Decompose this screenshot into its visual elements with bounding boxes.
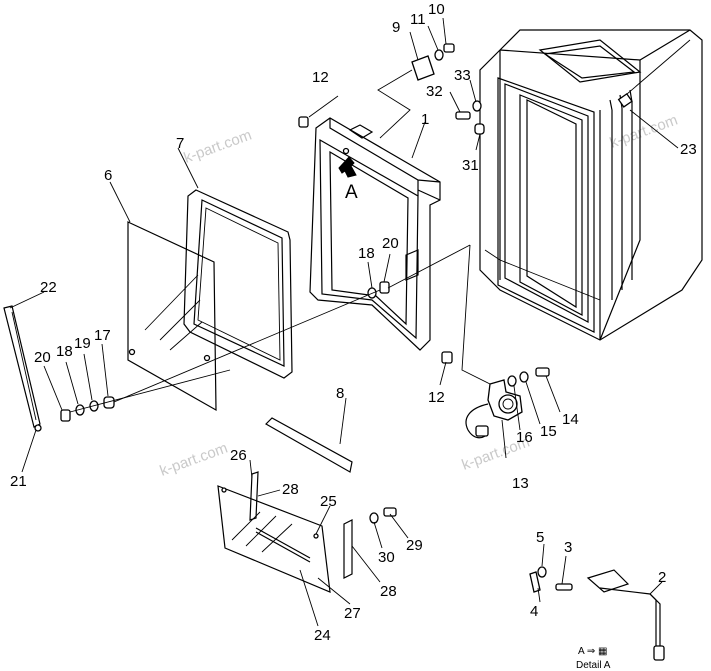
callout-32: 32: [426, 83, 443, 100]
weather-seal: [183, 189, 293, 379]
watermark: k-part.com: [158, 440, 230, 480]
callout-20-right: 20: [382, 235, 399, 252]
nut-12-top: [298, 116, 309, 128]
callout-27: 27: [344, 605, 361, 622]
window-frame: [309, 117, 441, 351]
callout-6: 6: [104, 167, 112, 184]
callout-19: 19: [74, 335, 91, 352]
bolt-set-29-30: [369, 507, 397, 524]
callout-12-bottom: 12: [428, 389, 445, 406]
callout-24: 24: [314, 627, 331, 644]
callout-14: 14: [562, 411, 579, 428]
detail-symbol-line: A ⇒ ▦: [578, 646, 608, 657]
callout-25: 25: [320, 493, 337, 510]
wiper-blade: [3, 305, 42, 432]
callout-28-upper: 28: [282, 481, 299, 498]
callout-2: 2: [658, 569, 666, 586]
callout-18-left: 18: [56, 343, 73, 360]
callout-28-lower: 28: [380, 583, 397, 600]
detail-caption: Detail A: [576, 660, 611, 671]
nut-12-bottom: [441, 351, 453, 364]
callout-30: 30: [378, 549, 395, 566]
callout-11: 11: [410, 11, 426, 28]
bolt-set-31-33: [455, 100, 485, 135]
callout-33: 33: [454, 67, 471, 84]
bracket-assembly: [377, 43, 455, 139]
callout-15: 15: [540, 423, 557, 440]
callout-13: 13: [512, 475, 529, 492]
callout-31: 31: [462, 157, 479, 174]
trim-strip-8: [265, 417, 353, 473]
leader-lines: [9, 17, 679, 627]
watermark: k-part.com: [608, 112, 680, 152]
glass-pane: [127, 221, 217, 412]
callout-7: 7: [176, 135, 184, 152]
callout-23: 23: [680, 141, 697, 158]
callout-10: 10: [428, 1, 445, 18]
callout-26: 26: [230, 447, 247, 464]
callout-12-top: 12: [312, 69, 329, 86]
watermark: k-part.com: [182, 127, 254, 167]
wiper-motor: [461, 244, 550, 439]
callout-17: 17: [94, 327, 111, 344]
rubber-strip-28: [343, 519, 353, 579]
callout-1: 1: [421, 111, 429, 128]
callout-16: 16: [516, 429, 533, 446]
cab-frame: [479, 29, 703, 341]
detail-a: [529, 566, 665, 661]
wiper-hardware: [60, 244, 471, 422]
lower-glass: [217, 485, 331, 593]
callout-5: 5: [536, 529, 544, 546]
callout-18-right: 18: [358, 245, 375, 262]
view-label-a: A: [345, 182, 358, 203]
callout-3: 3: [564, 539, 572, 556]
callout-21: 21: [10, 473, 27, 490]
callout-20-left: 20: [34, 349, 51, 366]
callout-22: 22: [40, 279, 57, 296]
callout-8: 8: [336, 385, 344, 402]
rubber-strip-26: [249, 471, 259, 521]
callout-9: 9: [392, 19, 400, 36]
callout-4: 4: [530, 603, 538, 620]
callout-29: 29: [406, 537, 423, 554]
